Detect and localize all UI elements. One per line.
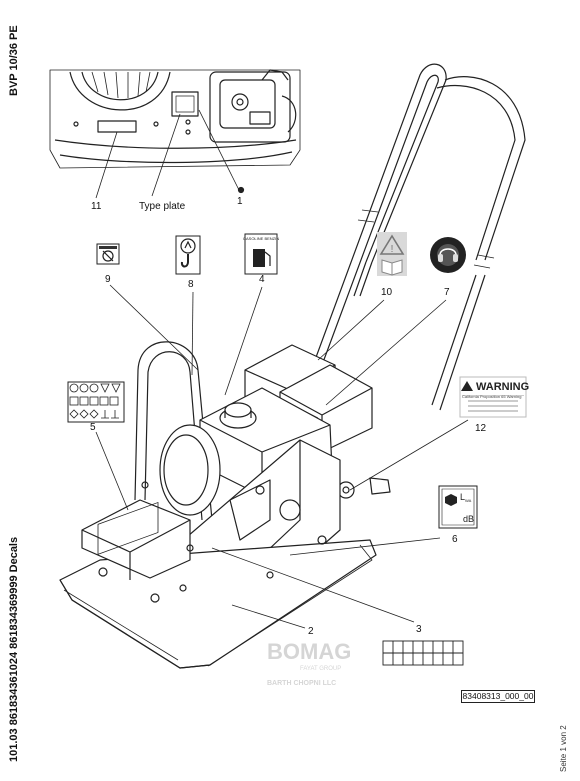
callout-6: 6 [452, 534, 458, 545]
decal-10-icon: ! [377, 232, 407, 276]
decal-12-icon [459, 376, 527, 418]
decal-5-icon [67, 381, 125, 423]
callout-10: 10 [381, 287, 393, 298]
sound-subscript: WA [465, 498, 472, 503]
gasoline-text: GASOLINE BENZIN [243, 236, 279, 241]
callout-12: 12 [475, 423, 487, 434]
sound-label: L [460, 492, 465, 502]
callout-9: 9 [105, 274, 111, 285]
callout-8: 8 [188, 279, 194, 290]
svg-text:BOMAG: BOMAG [267, 639, 351, 664]
callout-5: 5 [90, 422, 96, 433]
bomag-watermark: BOMAG FAYAT GROUP BARTH CHOPNI LLC [267, 639, 351, 687]
callout-type-plate: Type plate [139, 201, 186, 212]
callout-11: 11 [91, 201, 102, 212]
top-detail-view [49, 69, 301, 199]
base-plate [59, 481, 377, 669]
protection-bow [134, 341, 213, 521]
callout-1: 1 [237, 196, 243, 207]
callout-7: 7 [444, 287, 450, 298]
svg-text:FAYAT GROUP: FAYAT GROUP [300, 666, 341, 672]
warning-title: WARNING [476, 381, 529, 393]
sound-unit: dB [463, 514, 474, 524]
svg-text:!: ! [391, 244, 394, 255]
decal-4-icon [244, 233, 278, 275]
warning-subtitle: California Proposition 65 Warning [462, 394, 521, 399]
guide-handle [314, 63, 526, 411]
decal-8-icon [175, 235, 201, 275]
callout-2: 2 [308, 626, 314, 637]
decal-9-icon [96, 243, 120, 265]
decal-3-icon [382, 640, 464, 666]
decal-7-icon [430, 237, 466, 273]
svg-text:BARTH CHOPNI LLC: BARTH CHOPNI LLC [267, 680, 336, 687]
callout-3: 3 [416, 624, 422, 635]
leader-lines [95, 284, 469, 629]
callout-4: 4 [259, 274, 265, 285]
part-number: 83408313_000_00 [461, 690, 535, 703]
decal-6-icon [438, 485, 478, 529]
